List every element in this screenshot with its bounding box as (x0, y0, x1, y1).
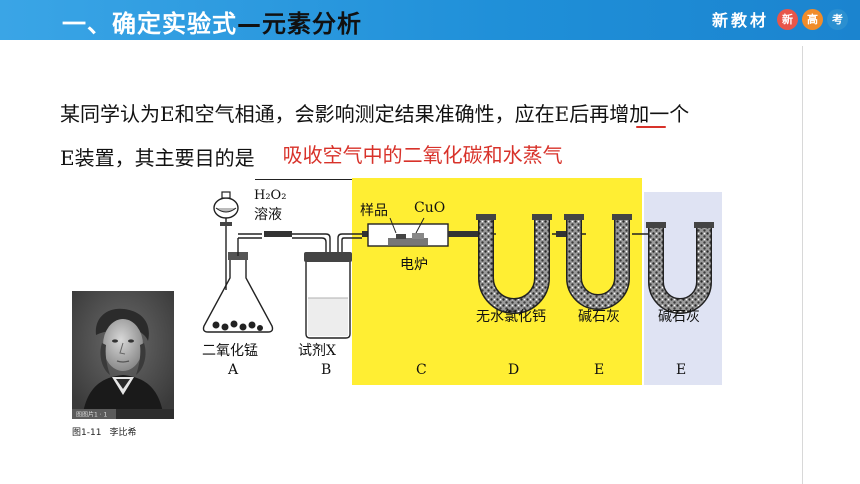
header-banner: 一、确定实验式—元素分析 新教材 新 高 考 (0, 0, 860, 40)
apparatus-c (362, 217, 496, 247)
title-sub: —元素分析 (237, 10, 362, 38)
apparatus-e (564, 214, 652, 310)
label-letter-b: B (321, 362, 332, 378)
experiment-apparatus: H₂O₂ 溶液 样品 CuO 电炉 二氧化锰 试剂X 无水氯化钙 碱石灰 碱石灰… (190, 178, 730, 388)
page-title: 一、确定实验式—元素分析 (62, 4, 362, 39)
label-letter-e: E (594, 362, 605, 378)
brand-logo: 新教材 新 高 考 (712, 7, 848, 31)
liebig-portrait: 图图片1 · 1 (72, 291, 174, 419)
handwritten-answer: 吸收空气中的二氧化碳和水蒸气 (282, 143, 563, 167)
question-text: 某同学认为E和空气相通，会影响测定结果准确性，应在E后再增加一个 E装置，其主要… (60, 92, 800, 180)
label-letter-e2: E (676, 362, 687, 378)
portrait-image: 图图片1 · 1 (72, 291, 174, 419)
answer-blank: 吸收空气中的二氧化碳和水蒸气 (254, 143, 595, 180)
label-h2o2: H₂O₂ (254, 188, 287, 203)
label-cuo: CuO (414, 200, 446, 216)
label-reagent-b: 试剂X (298, 343, 336, 359)
question-line-2: E装置，其主要目的是吸收空气中的二氧化碳和水蒸气 (60, 136, 800, 180)
label-reagent-e2: 碱石灰 (658, 309, 700, 325)
label-furnace: 电炉 (400, 257, 428, 273)
label-reagent-e: 碱石灰 (578, 309, 620, 325)
brand-badge-gao: 高 (802, 8, 823, 30)
image-toolbar-label: 图图片1 · 1 (76, 411, 108, 419)
question-line-1: 某同学认为E和空气相通，会影响测定结果准确性，应在E后再增加一个 (60, 102, 690, 128)
brand-text: 新教材 (711, 11, 769, 30)
brand-badge-kao: 考 (827, 8, 848, 30)
label-reagent-d: 无水氯化钙 (476, 309, 546, 325)
annotation-underline (636, 126, 666, 128)
label-letter-c: C (416, 362, 427, 378)
brand-badge-xin: 新 (777, 8, 798, 30)
label-sample: 样品 (360, 203, 388, 219)
label-reagent-a: 二氧化锰 (202, 343, 258, 359)
apparatus-e-extra (646, 222, 714, 314)
apparatus-b (304, 233, 362, 339)
apparatus-diagram (202, 178, 722, 385)
apparatus-a (202, 191, 331, 333)
title-main: 一、确定实验式 (62, 10, 237, 38)
yellow-highlight-box (352, 178, 642, 385)
label-solution: 溶液 (254, 207, 282, 223)
divider-line (802, 46, 803, 484)
label-letter-d: D (508, 362, 520, 378)
label-letter-a: A (228, 362, 239, 378)
apparatus-d (476, 214, 586, 314)
